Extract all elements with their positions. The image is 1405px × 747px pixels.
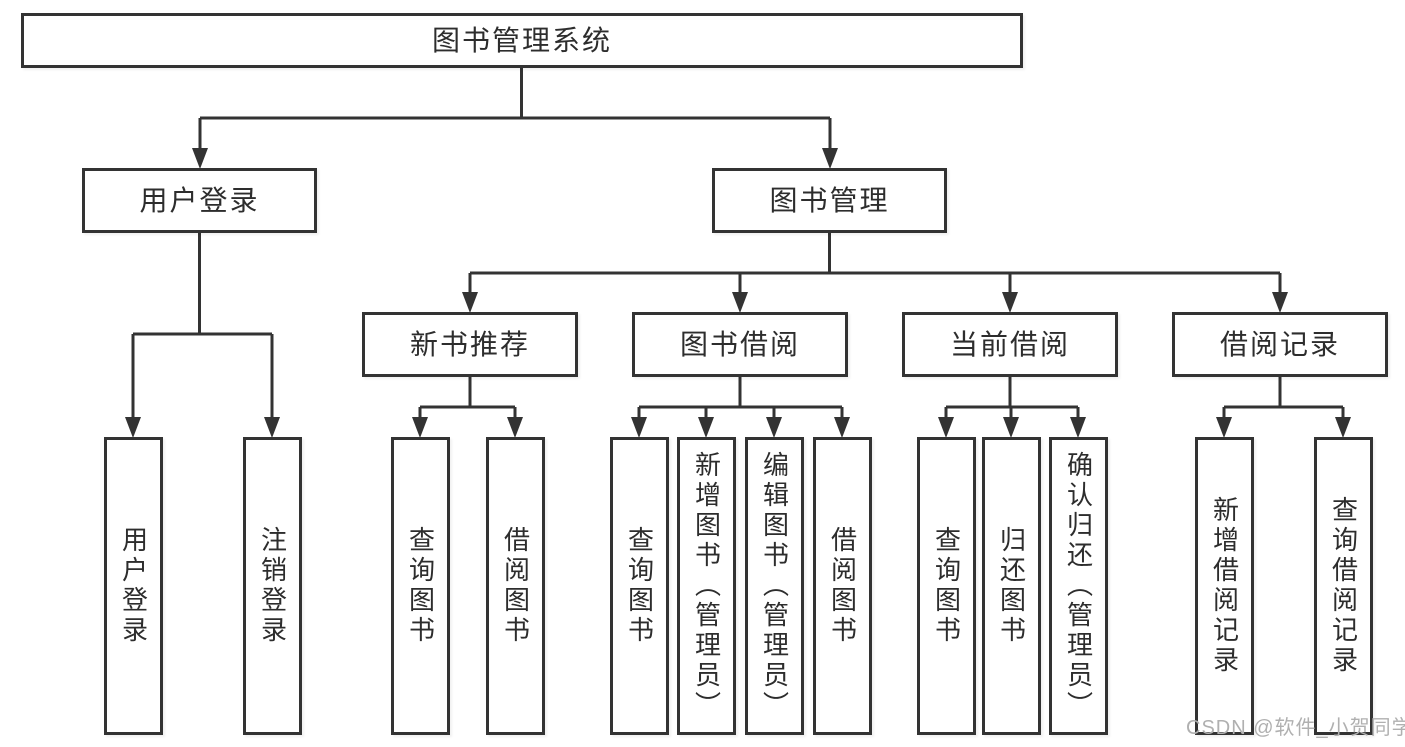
leaf-label: 查询图书 [931,526,962,646]
connector-line [418,374,517,420]
leaf-confirm-return-admin: 确认归还（管理员） [1049,437,1108,735]
node-borrow-records: 借阅记录 [1172,312,1388,377]
leaf-logout: 注销登录 [243,437,302,735]
node-label: 图书借阅 [679,328,800,360]
node-book-management: 图书管理 [712,168,947,233]
node-book-borrow: 图书借阅 [632,312,848,377]
connector-line [1222,374,1345,420]
node-label: 新书推荐 [409,328,530,360]
leaf-add-borrow-record: 新增借阅记录 [1195,437,1254,735]
node-label: 当前借阅 [949,328,1070,360]
arrowhead-down-icon [631,417,850,438]
connector-line [198,67,832,152]
leaf-user-login: 用户登录 [104,437,163,735]
connector-new-book-children [412,374,523,438]
leaf-label: 用户登录 [118,526,149,646]
connector-line [131,230,274,420]
leaf-query-books-current: 查询图书 [917,437,976,735]
leaf-label: 查询图书 [624,526,655,646]
node-label: 借阅记录 [1219,328,1340,360]
arrowhead-down-icon [412,417,523,438]
connector-line [637,374,844,420]
leaf-label: 查询图书 [405,526,436,646]
connector-book-borrow-children [631,374,850,438]
connector-line [468,231,1282,295]
leaf-return-books: 归还图书 [982,437,1041,735]
node-current-borrow: 当前借阅 [902,312,1118,377]
node-label: 用户登录 [139,184,260,216]
leaf-borrow-books: 借阅图书 [813,437,872,735]
leaf-label: 借阅图书 [827,526,858,646]
leaf-add-books-admin: 新增图书（管理员） [677,437,736,735]
connector-borrow-records-children [1216,374,1351,438]
leaf-borrow-books-recommend: 借阅图书 [486,437,545,735]
leaf-edit-books-admin: 编辑图书（管理员） [745,437,804,735]
node-new-book-recommend: 新书推荐 [362,312,578,377]
arrowhead-down-icon [938,417,1086,438]
connector-current-borrow-children [938,374,1086,438]
leaf-label: 编辑图书（管理员） [759,451,790,721]
leaf-label: 注销登录 [257,526,288,646]
leaf-query-books-borrow: 查询图书 [610,437,669,735]
arrowhead-down-icon [1216,417,1351,438]
connector-book-management-children [462,231,1288,313]
node-label: 图书管理系统 [431,24,612,56]
leaf-label: 确认归还（管理员） [1063,451,1094,721]
leaf-label: 新增借阅记录 [1209,496,1240,676]
connector-user-login-children [125,230,280,438]
csdn-watermark: CSDN @软件_小贺同学 [1186,717,1405,739]
connector-root-to-level2 [192,67,838,169]
node-label: 图书管理 [769,184,890,216]
leaf-query-borrow-record: 查询借阅记录 [1314,437,1373,735]
leaf-label: 归还图书 [996,526,1027,646]
leaf-label: 查询借阅记录 [1328,496,1359,676]
arrowhead-down-icon [192,148,838,169]
node-root-system: 图书管理系统 [21,13,1023,68]
node-user-login: 用户登录 [82,168,317,233]
arrowhead-down-icon [125,417,280,438]
leaf-label: 借阅图书 [500,526,531,646]
leaf-query-books-recommend: 查询图书 [391,437,450,735]
leaf-label: 新增图书（管理员） [691,451,722,721]
connector-line [944,374,1080,420]
arrowhead-down-icon [462,292,1288,313]
